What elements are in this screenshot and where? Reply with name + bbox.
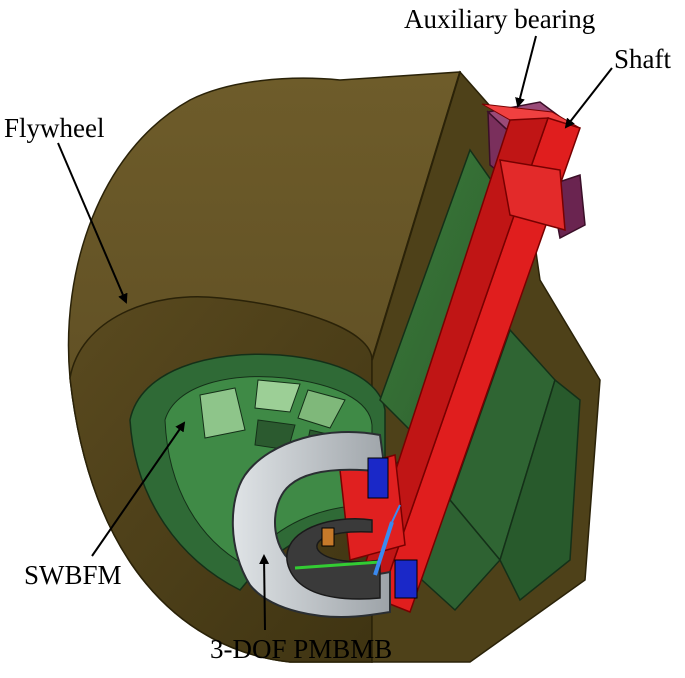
arrow-auxiliary-bearing: [515, 35, 537, 108]
label-auxiliary-bearing: Auxiliary bearing: [404, 4, 596, 34]
pmbmb: [231, 431, 418, 618]
swbfm-segment: [254, 379, 301, 413]
magnet-block: [321, 527, 335, 547]
stator-panel: [499, 378, 581, 602]
label-pmbmb: 3-DOF PMBMB: [210, 634, 393, 664]
magnet-block: [394, 559, 418, 599]
arrow-pmbmb: [259, 554, 270, 631]
label-flywheel: Flywheel: [4, 113, 105, 143]
leader-arrows: [57, 35, 613, 631]
swbfm-segment: [199, 387, 246, 439]
arrow-shaft: [564, 67, 613, 129]
arrow-flywheel: [57, 142, 128, 304]
arrow-swbfm: [91, 421, 186, 557]
label-swbfm: SWBFM: [24, 560, 122, 590]
pmbmb-outer: [231, 431, 391, 618]
shaft-collar: [499, 159, 566, 232]
pmbmb-inner-ring: [286, 518, 381, 600]
axis-y: [373, 521, 394, 576]
shaft: [339, 103, 581, 613]
axis-x: [294, 560, 381, 570]
label-shaft: Shaft: [614, 44, 671, 74]
swbfm-segment: [297, 389, 346, 429]
flywheel-edge: [371, 71, 461, 361]
axis-z: [391, 504, 401, 523]
magnet-block: [367, 457, 389, 499]
